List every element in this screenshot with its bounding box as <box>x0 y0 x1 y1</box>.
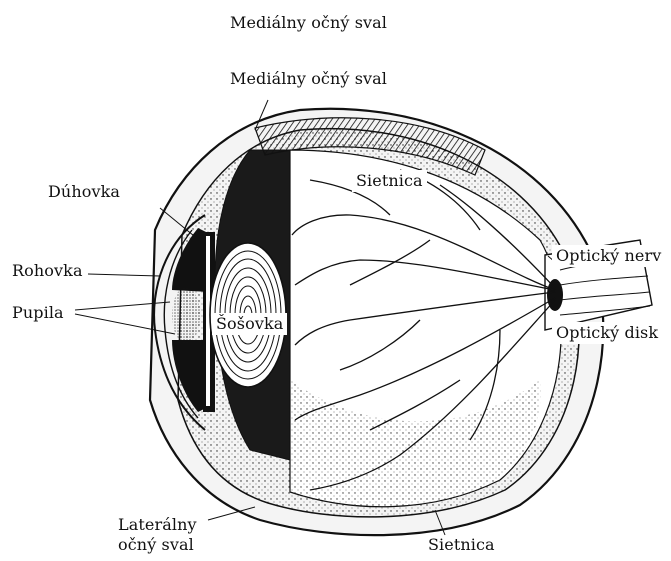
label-optic-disk: Optický disk <box>552 322 662 344</box>
label-cornea: Rohovka <box>12 262 83 280</box>
label-retina-top: Sietnica <box>352 170 427 192</box>
label-medial-muscle: Mediálny očný sval <box>230 70 387 88</box>
label-iris: Dúhovka <box>48 183 120 201</box>
label-pupil: Pupila <box>12 304 64 322</box>
label-optic-nerve: Optický nerv <box>552 245 665 267</box>
label-lateral-muscle-line2: očný sval <box>118 536 194 554</box>
pupil <box>172 287 200 343</box>
label-medial-muscle-top: Mediálny očný sval <box>230 14 387 32</box>
label-lens: Šošovka <box>212 313 287 335</box>
label-lateral-muscle-line1: Laterálny <box>118 516 197 534</box>
label-retina-bottom: Sietnica <box>428 536 495 554</box>
